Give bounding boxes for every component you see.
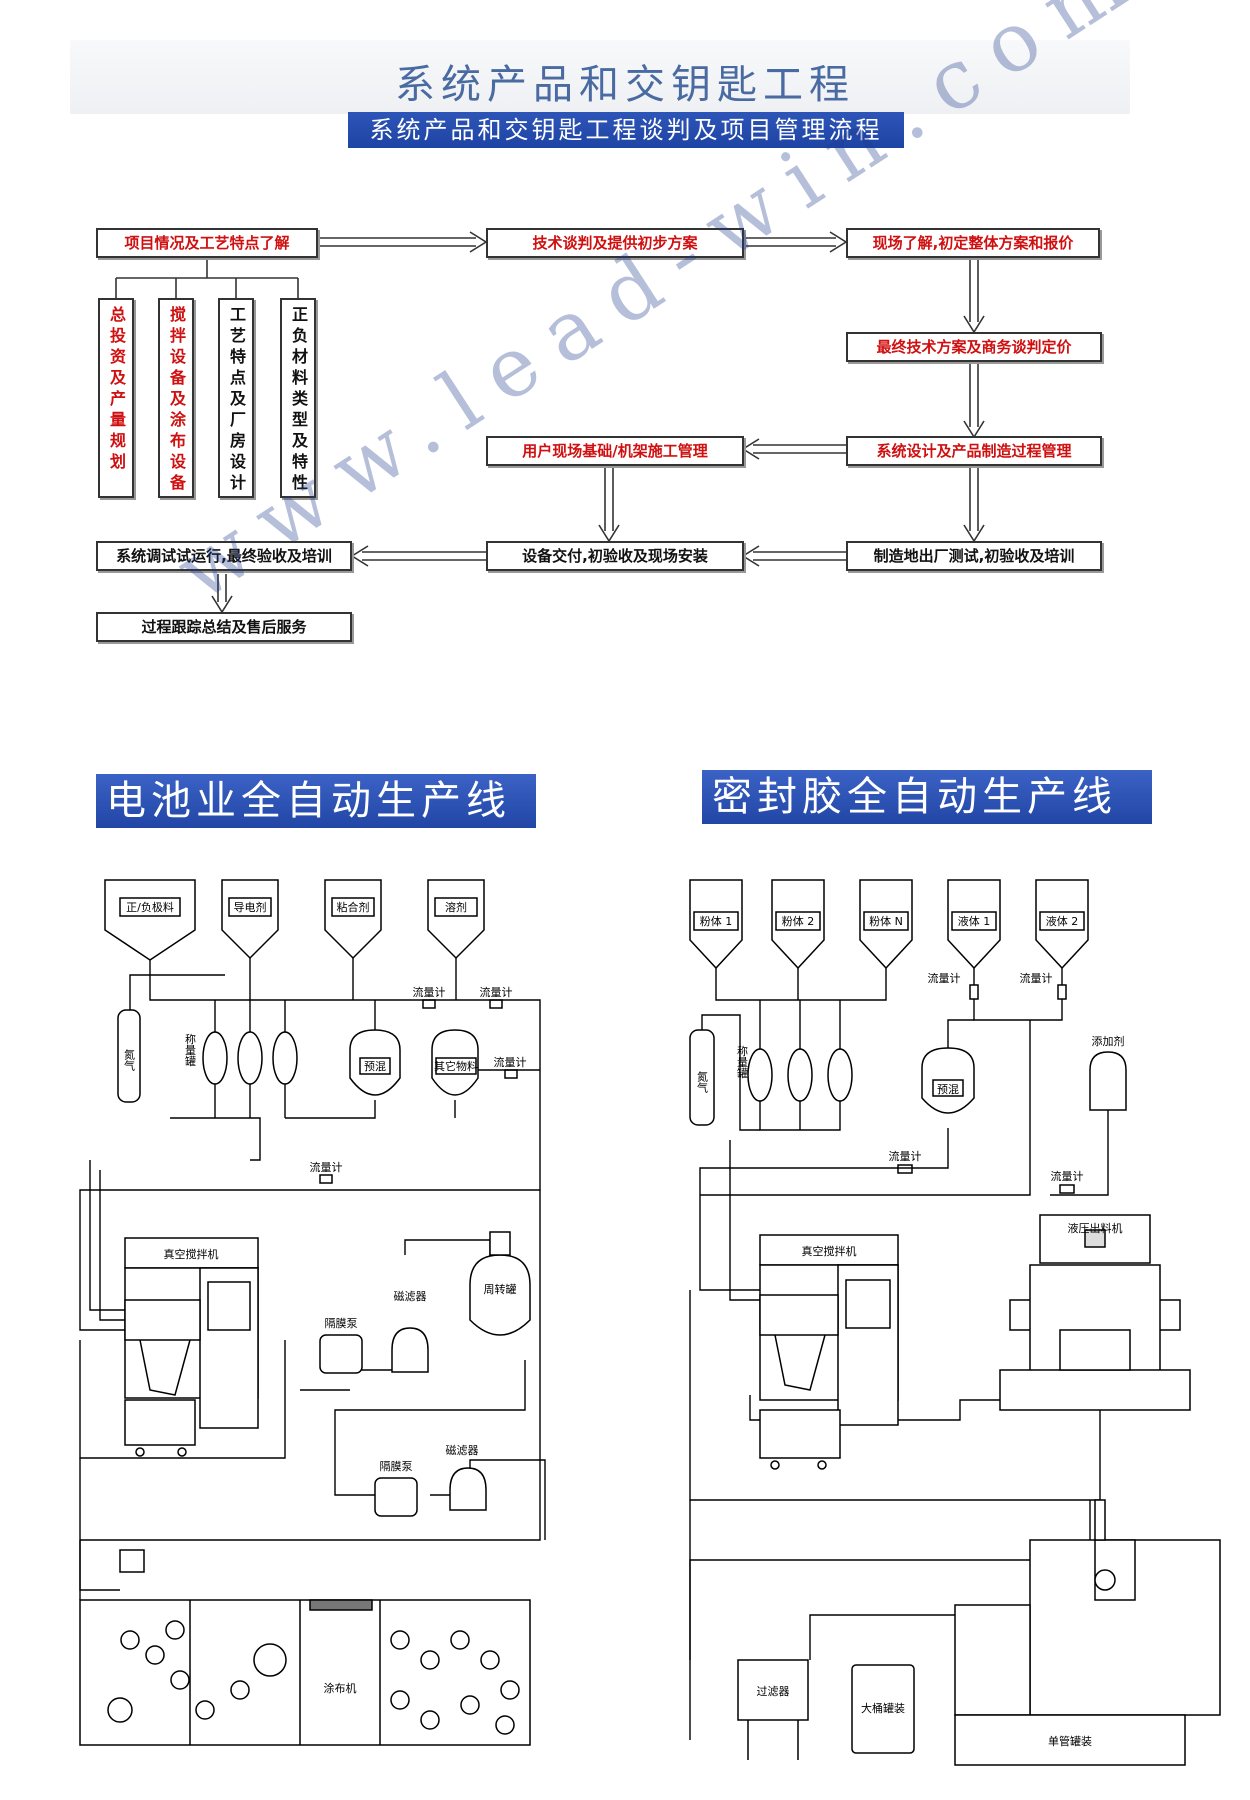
flow-step-system-design: 系统设计及产品制造过程管理 — [846, 436, 1102, 466]
sealant-premix-label: 预混 — [937, 1083, 959, 1096]
sealant-tank-3 — [859, 879, 913, 970]
flow-sub-process-label: 工艺特点及厂房设计 — [227, 306, 246, 495]
battery-tank-4 — [427, 879, 485, 960]
battery-tank-3-label: 粘合剂 — [337, 900, 370, 914]
sealant-flowmeter-label-4: 流量计 — [1051, 1169, 1084, 1183]
flow-sub-materials-label: 正负材料类型及特性 — [289, 306, 308, 495]
sealant-flowmeter-label-1: 流量计 — [928, 971, 961, 985]
flow-step-final-proposal: 最终技术方案及商务谈判定价 — [846, 332, 1102, 362]
flow-sub-equipment: 搅拌设备及涂布设备 — [158, 298, 194, 498]
flow-sub-materials: 正负材料类型及特性 — [280, 298, 316, 498]
battery-weigh-label: 称量罐 — [184, 1032, 197, 1067]
battery-tank-2 — [221, 879, 279, 960]
sealant-additive-label: 添加剂 — [1092, 1034, 1125, 1048]
battery-weigh-tank-3 — [272, 1031, 298, 1085]
battery-flowmeter-label-3: 流量计 — [494, 1055, 527, 1069]
battery-vacuum-mixer-label: 真空搅拌机 — [164, 1247, 219, 1261]
sealant-flowmeter-label-3: 流量计 — [889, 1149, 922, 1163]
sealant-weigh-label: 称量罐 — [736, 1044, 749, 1079]
battery-flowmeter-label-4: 流量计 — [310, 1160, 343, 1174]
battery-magnetic-filter-label-2: 磁滤器 — [446, 1444, 479, 1457]
sealant-tube-label: 单管罐装 — [1048, 1734, 1092, 1748]
sealant-vacuum-mixer-header — [759, 1234, 899, 1266]
flow-step-delivery: 设备交付,初验收及现场安装 — [486, 541, 744, 571]
sealant-tank-2 — [771, 879, 825, 970]
flow-step-factory-test: 制造地出厂测试,初验收及培训 — [846, 541, 1102, 571]
sealant-filter-label: 过滤器 — [757, 1685, 790, 1698]
section-title-sealant: 密封胶全自动生产线 — [702, 770, 1152, 824]
battery-transfer-tank — [469, 1254, 531, 1336]
flow-step-after-sales: 过程跟踪总结及售后服务 — [96, 612, 352, 642]
sealant-press-label: 液压出料机 — [1068, 1221, 1123, 1235]
sealant-tank-4 — [947, 879, 1001, 970]
sealant-additive-tank — [1089, 1051, 1127, 1111]
sealant-tank-1-label: 粉体 1 — [700, 914, 733, 928]
flow-step-tech-negotiation: 技术谈判及提供初步方案 — [486, 228, 744, 258]
battery-tank-1-label: 正/负极料 — [126, 900, 174, 914]
battery-tank-4-label: 溶剂 — [445, 900, 467, 914]
battery-coater-label: 涂布机 — [324, 1681, 357, 1695]
flow-step-project-survey: 项目情况及工艺特点了解 — [96, 228, 318, 258]
battery-weigh-tank-2 — [237, 1031, 263, 1085]
battery-diaphragm-pump-1 — [319, 1334, 363, 1374]
battery-diaphragm-pump-label-2: 隔膜泵 — [380, 1460, 413, 1473]
sealant-weigh-tank-2 — [787, 1048, 813, 1102]
battery-diaphragm-pump-2 — [374, 1477, 418, 1517]
battery-weigh-tank-1 — [202, 1031, 228, 1085]
sealant-n2-label: 氮气 — [696, 1070, 709, 1093]
sealant-barrel-label: 大桶罐装 — [861, 1701, 905, 1715]
sealant-barrel — [851, 1664, 915, 1754]
sealant-line-diagram: 粉体 1 粉体 2 粉体 N 液体 1 液体 2 氮气 称量罐 流量计 流量计 … — [640, 845, 1240, 1785]
flow-step-site-foundation: 用户现场基础/机架施工管理 — [486, 436, 744, 466]
flow-sub-equipment-label: 搅拌设备及涂布设备 — [167, 306, 186, 495]
flow-step-commissioning: 系统调试试运行,最终验收及培训 — [96, 541, 352, 571]
page-title: 系统产品和交钥匙工程 — [395, 62, 855, 108]
battery-coater — [79, 1599, 531, 1746]
sealant-tank-1 — [689, 879, 743, 970]
battery-magnetic-filter-label-1: 磁滤器 — [394, 1290, 427, 1303]
battery-n2-cylinder — [117, 1009, 141, 1103]
battery-magnetic-filter-2 — [449, 1467, 487, 1511]
battery-magnetic-filter-1 — [391, 1327, 429, 1373]
sealant-tank-3-label: 粉体 N — [869, 914, 903, 928]
battery-n2-label: 氮气 — [123, 1048, 136, 1071]
battery-other-label: 其它物料 — [434, 1059, 478, 1073]
battery-flowmeter-label-1: 流量计 — [413, 985, 446, 999]
flow-step-site-survey: 现场了解,初定整体方案和报价 — [846, 228, 1100, 258]
section-title-battery: 电池业全自动生产线 — [96, 774, 536, 828]
sealant-tank-2-label: 粉体 2 — [782, 914, 815, 928]
sealant-filter — [737, 1659, 809, 1721]
battery-line-diagram: 正/负极料 导电剂 粘合剂 溶剂 氮气 称量罐 流量计 流量计 流量计 流量计 … — [0, 845, 600, 1785]
header-band — [70, 40, 1130, 114]
battery-tank-1 — [104, 879, 196, 961]
battery-premix-label: 预混 — [364, 1060, 386, 1073]
sealant-weigh-tank-3 — [827, 1048, 853, 1102]
flowchart-connectors — [115, 231, 985, 614]
battery-vacuum-mixer-header — [124, 1237, 259, 1269]
battery-transfer-tank-label: 周转罐 — [484, 1282, 517, 1296]
battery-tank-3 — [324, 879, 382, 960]
sealant-flowmeter-label-2: 流量计 — [1020, 971, 1053, 985]
flow-sub-investment-label: 总投资及产量规划 — [107, 306, 126, 474]
sealant-tank-5-label: 液体 2 — [1046, 914, 1079, 928]
flow-sub-investment: 总投资及产量规划 — [98, 298, 134, 498]
sealant-tank-5 — [1035, 879, 1089, 970]
battery-diaphragm-pump-label-1: 隔膜泵 — [325, 1317, 358, 1330]
sealant-weigh-tank-1 — [747, 1048, 773, 1102]
sealant-tank-4-label: 液体 1 — [958, 914, 991, 928]
battery-flowmeter-label-2: 流量计 — [480, 985, 513, 999]
flow-sub-process: 工艺特点及厂房设计 — [218, 298, 254, 498]
page-subtitle: 系统产品和交钥匙工程谈判及项目管理流程 — [348, 112, 904, 148]
battery-tank-2-label: 导电剂 — [234, 900, 267, 914]
sealant-vacuum-mixer-label: 真空搅拌机 — [802, 1244, 857, 1258]
